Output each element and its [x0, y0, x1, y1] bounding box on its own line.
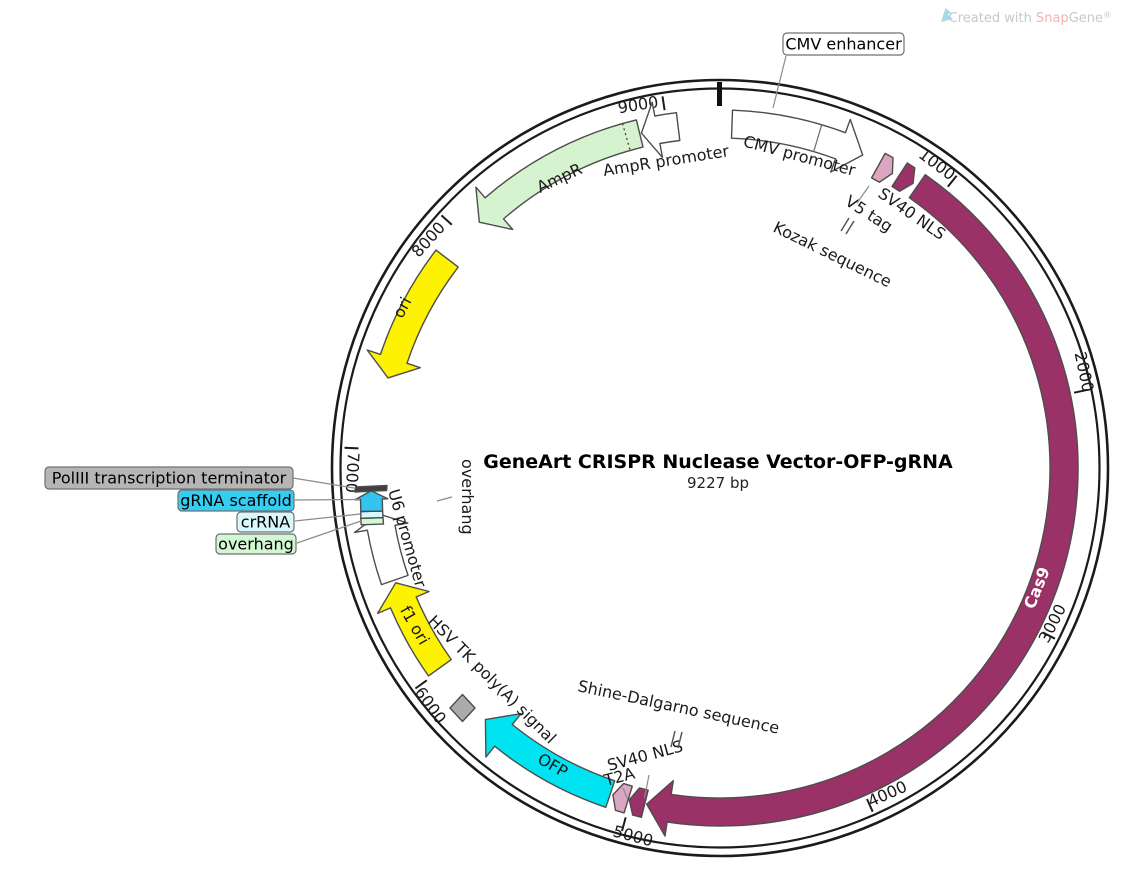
tick-label-1000: 1000 [915, 145, 959, 185]
feature-arc-ampr-promoter[interactable] [640, 101, 681, 158]
tick-label-6000: 6000 [411, 683, 450, 727]
leader-overhang-inner [436, 496, 453, 502]
tick-9000 [661, 96, 666, 111]
tick-2000 [1073, 388, 1088, 394]
shine-dalgarno-callout-mark [670, 730, 676, 748]
plasmid-size: 9227 bp [687, 474, 749, 492]
feature-poliii-terminator-bar[interactable] [354, 484, 388, 493]
plasmid-title: GeneArt CRISPR Nuclease Vector-OFP-gRNA [483, 451, 953, 473]
feature-sv40-nls-c[interactable] [626, 786, 649, 818]
leader-t2a [622, 787, 629, 800]
overhang-box[interactable] [215, 533, 297, 555]
tick-label-2000: 2000 [1071, 350, 1098, 394]
crrna-box[interactable] [236, 511, 295, 533]
watermark-registered: ® [1103, 11, 1112, 21]
snapgene-watermark: Created with SnapGene® [941, 8, 1112, 26]
leader-v5-tag [856, 185, 870, 204]
boxed-label-poliii-terminator[interactable]: PolIII transcription terminator [44, 466, 294, 490]
snapgene-logo-icon [941, 8, 953, 22]
leader-grna-scaffold-box [294, 498, 361, 501]
label-overhang-inner[interactable]: overhang [458, 459, 477, 535]
feature-arc-cas9[interactable] [646, 174, 1079, 837]
feature-hsv-tk-polya-marker[interactable] [449, 693, 476, 723]
leader-cmv-enhancer [772, 55, 787, 109]
feature-grna-scaffold-arrow[interactable] [354, 490, 389, 513]
shine-dalgarno-callout-mark [677, 731, 683, 749]
leader-poliii-box [292, 477, 355, 489]
kozak-callout-mark [840, 217, 850, 232]
tick-6000 [414, 679, 428, 690]
feature-sv40-nls-n[interactable] [891, 162, 921, 195]
cmv-enhancer-promoter-divider [813, 124, 823, 152]
crrna-box-text[interactable]: crRNA [241, 513, 290, 532]
watermark-snap: Snap [1036, 11, 1069, 26]
leader-crrna-box [294, 513, 361, 522]
tick-7000 [344, 446, 359, 450]
kozak-callout-mark [845, 220, 855, 235]
tick-1000 [947, 175, 958, 188]
tick-4000 [866, 798, 874, 813]
feature-arc-f1-ori[interactable] [376, 582, 452, 677]
leader-overhang-box [296, 520, 362, 544]
watermark-created-with: Created with [949, 11, 1036, 26]
poliii-box-text[interactable]: PolIII transcription terminator [52, 469, 287, 488]
cmv-enhancer-box-text[interactable]: CMV enhancer [785, 35, 902, 54]
boxed-label-grna-scaffold[interactable]: gRNA scaffold [177, 489, 295, 512]
poliii-box[interactable] [44, 466, 294, 490]
feature-arc-u6-promoter[interactable] [353, 513, 409, 586]
watermark-text: Created with SnapGene® [949, 11, 1112, 26]
feature-t2a[interactable] [609, 781, 633, 814]
watermark-gene: Gene [1069, 11, 1103, 26]
boxed-label-overhang[interactable]: overhang [215, 533, 297, 555]
tick-label-7000: 7000 [342, 452, 363, 494]
tick-5000 [621, 817, 627, 832]
feature-v5-tag[interactable] [870, 152, 900, 185]
tick-3000 [1042, 631, 1056, 640]
tick-8000 [440, 214, 453, 226]
boxed-label-cmv-enhancer[interactable]: CMV enhancer [782, 32, 905, 56]
feature-arc-ofp[interactable] [484, 712, 616, 808]
label-shine-dalgarno[interactable]: Shine-Dalgarno sequence [576, 676, 781, 737]
feature-arc-ampr[interactable] [475, 119, 644, 231]
backbone-outer-circle [330, 78, 1110, 858]
overhang-box-text[interactable]: overhang [218, 535, 294, 554]
grna-scaffold-box-text[interactable]: gRNA scaffold [180, 491, 292, 510]
boxed-label-crrna[interactable]: crRNA [236, 511, 295, 533]
leader-sv40-nls-c [643, 774, 650, 799]
grna-scaffold-box[interactable] [177, 489, 295, 512]
cmv-enhancer-box[interactable] [782, 32, 905, 56]
feature-arc-ori[interactable] [366, 249, 459, 379]
feature-arc-cmv-enhancer-promoter[interactable] [730, 109, 864, 173]
